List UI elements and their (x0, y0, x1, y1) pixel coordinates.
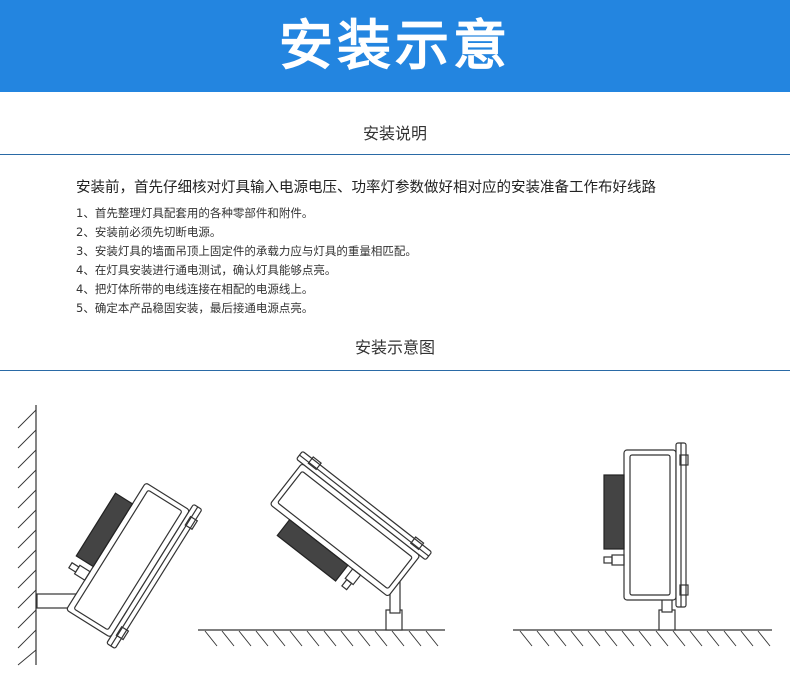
wall (17, 405, 37, 666)
list-item: 2、安装前必须先切断电源。 (76, 225, 222, 239)
instructions-intro: 安装前，首先仔细核对灯具输入电源电压、功率灯参数做好相对应的安装准备工作布好线路 (76, 180, 656, 196)
instructions-title: 安装说明 (362, 124, 427, 143)
tilted-floor-lamp (251, 448, 434, 631)
installation-diagram (17, 405, 772, 666)
header-banner: 安装示意 (0, 0, 790, 92)
ground-1 (198, 629, 445, 647)
list-item: 3、安装灯具的墙面吊顶上固定件的承载力应与灯具的重量相匹配。 (76, 244, 417, 258)
list-item: 4、把灯体所带的电线连接在相配的电源线上。 (76, 282, 314, 296)
instructions-steps: 1、首先整理灯具配套用的各种零部件和附件。 2、安装前必须先切断电源。 3、安装… (76, 204, 417, 318)
list-item: 4、在灯具安装进行通电测试，确认灯具能够点亮。 (76, 263, 337, 277)
upright-floor-lamp (603, 442, 689, 631)
diagram-title: 安装示意图 (354, 338, 435, 357)
list-item: 1、首先整理灯具配套用的各种零部件和附件。 (76, 206, 314, 220)
instructions-divider (0, 154, 790, 155)
wall-mounted-lamp (36, 465, 205, 651)
ground-2 (513, 629, 772, 647)
diagram-divider (0, 370, 790, 371)
list-item: 5、确定本产品稳固安装，最后接通电源点亮。 (76, 301, 314, 315)
banner-title: 安装示意 (279, 14, 511, 77)
